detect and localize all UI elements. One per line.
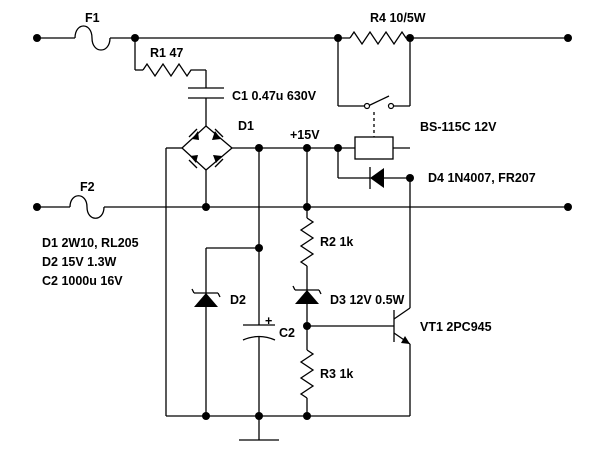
junctions	[33, 34, 572, 420]
capacitor-c2	[239, 148, 279, 441]
label-vt1: VT1 2PC945	[420, 320, 492, 334]
label-d1: D1	[238, 119, 254, 133]
resistor-r1	[134, 38, 207, 88]
label-c2: C2	[279, 326, 295, 340]
relay-contacts	[337, 38, 411, 137]
note-c2: C2 1000u 16V	[42, 274, 123, 288]
label-f1: F1	[85, 11, 100, 25]
note-d2: D2 15V 1.3W	[42, 255, 117, 269]
label-f2: F2	[80, 180, 95, 194]
label-r2: R2 1k	[320, 235, 353, 249]
fuse-f2	[69, 195, 105, 219]
label-15v: +15V	[290, 128, 320, 142]
fuse-f1	[74, 25, 111, 51]
label-c1: C1 0.47u 630V	[232, 89, 317, 103]
resistor-r4	[349, 30, 410, 46]
transistor-vt1	[307, 178, 411, 416]
label-r1: R1 47	[150, 46, 183, 60]
left-return-wire	[165, 148, 410, 417]
diode-d4	[337, 148, 410, 189]
label-plus: +	[265, 314, 272, 328]
label-r3: R3 1k	[320, 367, 353, 381]
capacitor-c1	[188, 87, 224, 126]
resistor-r3	[299, 326, 315, 416]
label-d4: D4 1N4007, FR207	[428, 171, 536, 185]
note-d1: D1 2W10, RL205	[42, 236, 139, 250]
label-d2: D2	[230, 293, 246, 307]
bridge-rectifier-d1	[166, 125, 334, 207]
relay-coil	[334, 136, 410, 160]
label-d3: D3 12V 0.5W	[330, 293, 405, 307]
zener-d2	[191, 247, 259, 416]
label-relay: BS-115C 12V	[420, 120, 497, 134]
label-r4: R4 10/5W	[370, 11, 426, 25]
zener-d3	[292, 266, 322, 326]
